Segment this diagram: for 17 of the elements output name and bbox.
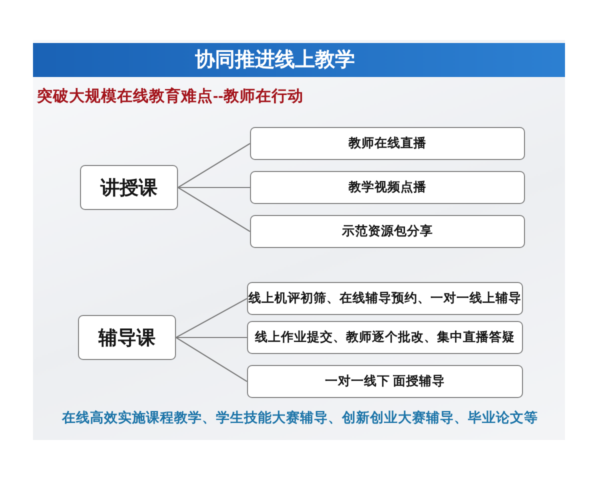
- item-box: 教学视频点播: [250, 171, 525, 204]
- connector-line: [176, 298, 248, 338]
- item-box: 示范资源包分享: [250, 215, 525, 248]
- item-box: 教师在线直播: [250, 127, 525, 160]
- item-box: 一对一线下 面授辅导: [247, 365, 523, 398]
- connector-line: [178, 143, 250, 188]
- connector-line: [178, 187, 250, 232]
- item-box: 线上机评初筛、在线辅导预约、一对一线上辅导: [247, 282, 523, 315]
- connector-line: [176, 336, 247, 338]
- category-box: 辅导课: [78, 315, 176, 360]
- category-box: 讲授课: [80, 165, 178, 210]
- subtitle: 突破大规模在线教育难点--教师在行动: [37, 87, 304, 107]
- connector-line: [178, 186, 250, 188]
- item-box: 线上作业提交、教师逐个批改、集中直播答疑: [247, 321, 523, 354]
- title: 协同推进线上教学: [195, 48, 355, 72]
- connector-line: [176, 337, 248, 382]
- summary-note: 在线高效实施课程教学、学生技能大赛辅导、创新创业大赛辅导、毕业论文等: [60, 409, 539, 427]
